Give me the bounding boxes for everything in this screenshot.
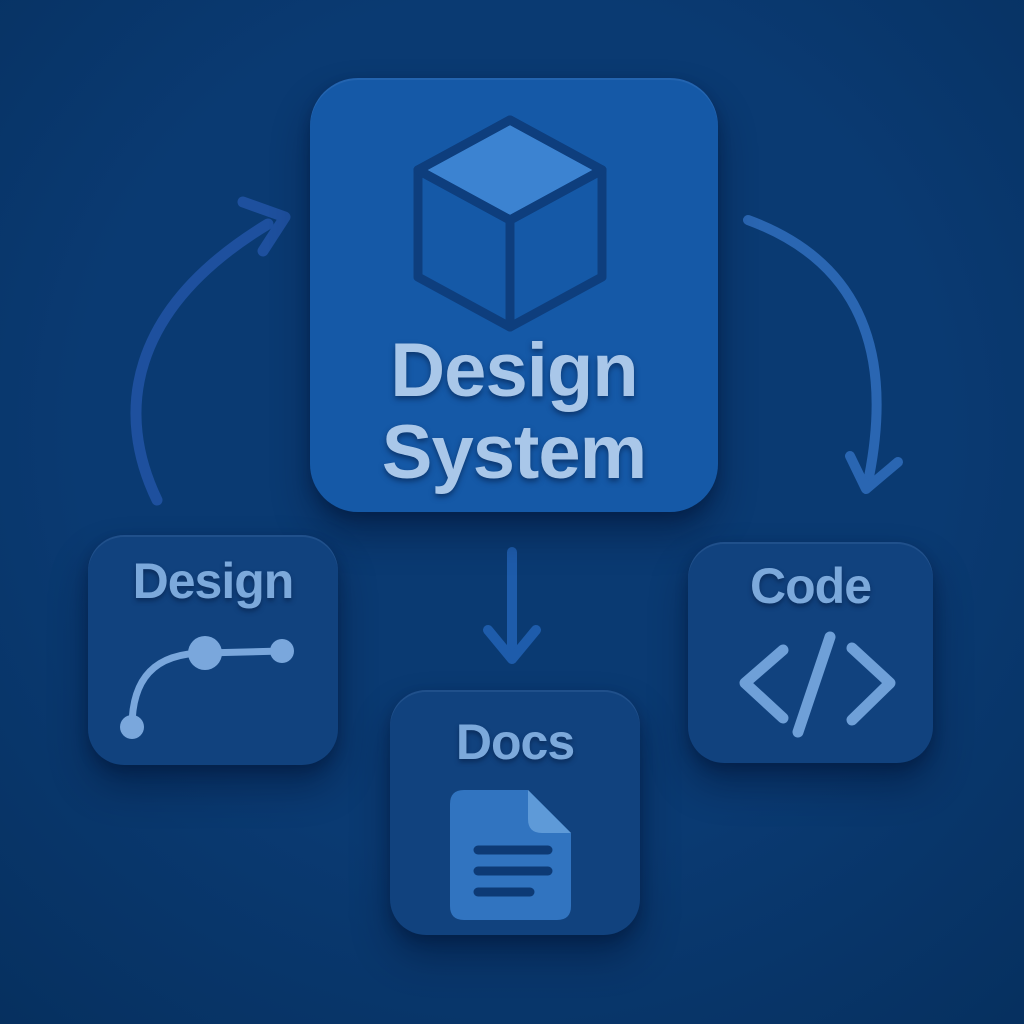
node-docs: Docs — [390, 690, 640, 935]
label-line-1: Design — [390, 328, 638, 413]
node-code: Code — [688, 542, 933, 763]
cube-icon — [413, 115, 607, 332]
node-design-system-label: Design System — [310, 330, 718, 494]
node-design: Design — [88, 535, 338, 765]
node-design-system: Design System — [310, 78, 718, 512]
label-line-2: System — [381, 410, 647, 495]
node-docs-label: Docs — [455, 714, 575, 770]
arrow-design-to-system — [130, 196, 291, 506]
node-code-label: Code — [750, 558, 872, 614]
code-icon — [739, 631, 896, 738]
document-icon — [450, 790, 571, 920]
node-design-label: Design — [132, 553, 295, 609]
bezier-curve-icon — [120, 636, 294, 739]
arrow-system-to-docs — [483, 547, 541, 664]
arrow-system-to-code — [743, 215, 903, 494]
